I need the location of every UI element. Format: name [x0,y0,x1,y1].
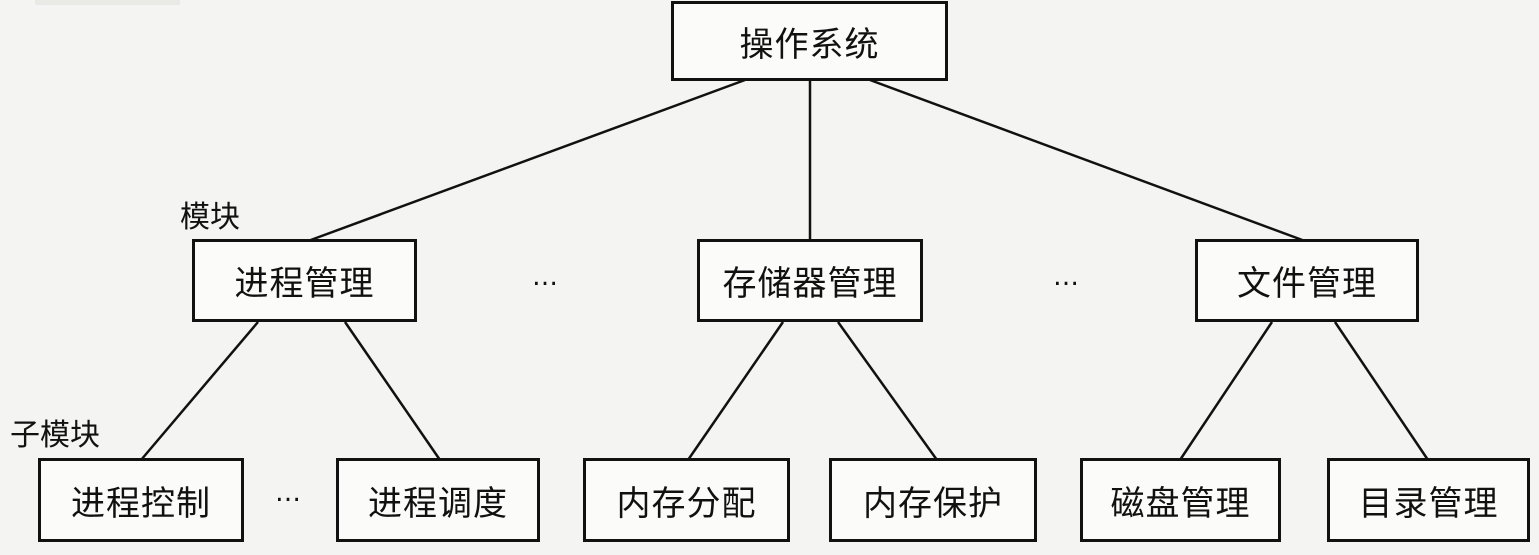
link-root-to-process [307,78,746,243]
link-storage-to-protect [836,321,939,461]
submodule-node-label: 进程调度 [368,483,508,524]
submodule-node-memory-protect: 内存保护 [829,458,1037,542]
link-root-to-file [869,78,1306,243]
link-file-to-dir [1333,321,1430,461]
submodule-node-memory-alloc: 内存分配 [583,458,790,542]
submodule-node-process-control: 进程控制 [38,458,244,542]
submodule-node-label: 磁盘管理 [1110,483,1251,524]
module-level-label: 模块 [180,200,240,235]
module-node-label: 进程管理 [234,264,375,304]
submodule-node-directory: 目录管理 [1327,458,1530,542]
root-node-label: 操作系统 [739,24,880,65]
module-node-label: 文件管理 [1237,264,1377,304]
module-node-file: 文件管理 [1195,239,1419,322]
link-process-to-schedule [343,321,442,461]
link-process-to-control [140,321,259,461]
root-node: 操作系统 [671,1,948,81]
submodule-node-label: 目录管理 [1358,483,1499,524]
submodule-node-label: 内存保护 [863,483,1003,524]
corner-mark [35,0,180,5]
submodule-node-label: 进程控制 [71,483,211,524]
submodule-node-label: 内存分配 [616,483,757,524]
submodule-level-label: 子模块 [10,418,100,453]
module-node-label: 存储器管理 [722,264,898,304]
link-storage-to-alloc [686,321,785,461]
module-ellipsis: … [1053,262,1081,292]
submodule-ellipsis: … [275,478,303,508]
submodule-node-disk: 磁盘管理 [1080,458,1281,542]
submodule-node-process-schedule: 进程调度 [336,458,540,542]
link-file-to-disk [1178,321,1274,461]
module-node-storage: 存储器管理 [697,239,923,322]
module-node-process: 进程管理 [192,239,417,322]
module-ellipsis: … [532,262,560,292]
